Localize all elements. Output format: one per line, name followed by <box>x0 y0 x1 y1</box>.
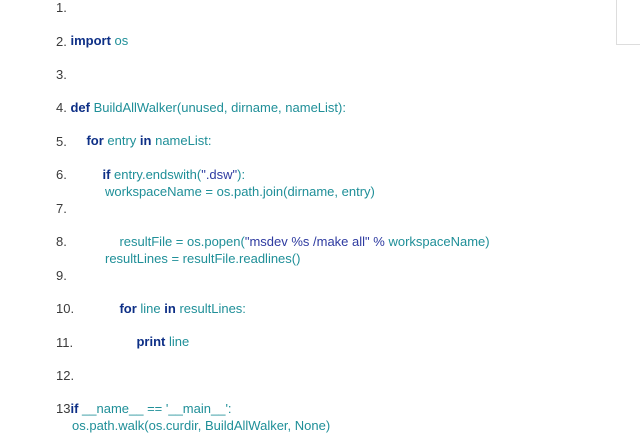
operator: % <box>369 234 389 249</box>
code-text: BuildAllWalker(unused, dirname, nameList… <box>89 100 346 115</box>
line-number: 6. <box>56 167 67 182</box>
code-line: resultFile = os.popen("msdev %s /make al… <box>105 218 490 266</box>
code-text: resultLines: <box>175 301 246 316</box>
code-text: nameList: <box>151 133 212 148</box>
code-text: workspaceName) <box>388 234 490 249</box>
line-number: 12. <box>56 368 75 383</box>
code-line: def BuildAllWalker(unused, dirname, name… <box>56 84 346 132</box>
code-text: os <box>110 33 129 48</box>
code-line: for entry in nameList: <box>72 117 211 165</box>
line-number: 3. <box>56 67 67 82</box>
code-text: line <box>165 334 190 349</box>
keyword: for <box>119 301 137 316</box>
line-number: 5. <box>56 134 67 149</box>
keyword: for <box>86 133 104 148</box>
code-line: os.path.walk(os.curdir, BuildAllWalker, … <box>72 418 331 433</box>
keyword: in <box>164 301 176 316</box>
string-literal: "msdev %s /make all" <box>244 234 370 249</box>
keyword: import <box>70 33 111 48</box>
keyword: in <box>139 133 152 148</box>
line-number: 9. <box>56 268 67 283</box>
code-text: entry <box>103 133 140 148</box>
code-text: __name__ == '__main__': <box>78 401 232 416</box>
panel-border <box>616 44 640 45</box>
code-line: workspaceName = os.path.join(dirname, en… <box>105 184 375 199</box>
line-number: 1. <box>56 0 67 15</box>
line-number: 13. <box>56 401 75 416</box>
code-line: for line in resultLines: <box>105 285 246 333</box>
keyword: def <box>70 100 90 115</box>
code-text: entry.endswith( <box>110 167 202 182</box>
line-number: 11. <box>56 335 74 350</box>
keyword: print <box>136 334 166 349</box>
line-number: 7. <box>56 201 67 216</box>
code-line: if entry.endswith(".dsw"): <box>88 151 245 199</box>
line-number: 10. <box>56 301 75 316</box>
keyword: if <box>102 167 111 182</box>
code-line: resultLines = resultFile.readlines() <box>105 251 301 266</box>
code-line: if __name__ == '__main__': <box>56 385 232 433</box>
line-number: 2. <box>56 34 67 49</box>
line-number: 8. <box>56 234 67 249</box>
panel-border <box>616 0 617 44</box>
code-text: resultFile = os.popen( <box>119 234 245 249</box>
keyword: if <box>70 401 79 416</box>
string-literal: ".dsw" <box>201 167 238 182</box>
code-text: line <box>136 301 165 316</box>
code-line: print line <box>122 318 189 366</box>
code-text: ): <box>237 167 246 182</box>
code-listing: 1. 2. 3. 4. 5. 6. 7. 8. 9. 10. 11. 12. 1… <box>56 0 490 433</box>
line-number: 4. <box>56 100 67 115</box>
code-line: import os <box>56 17 128 65</box>
